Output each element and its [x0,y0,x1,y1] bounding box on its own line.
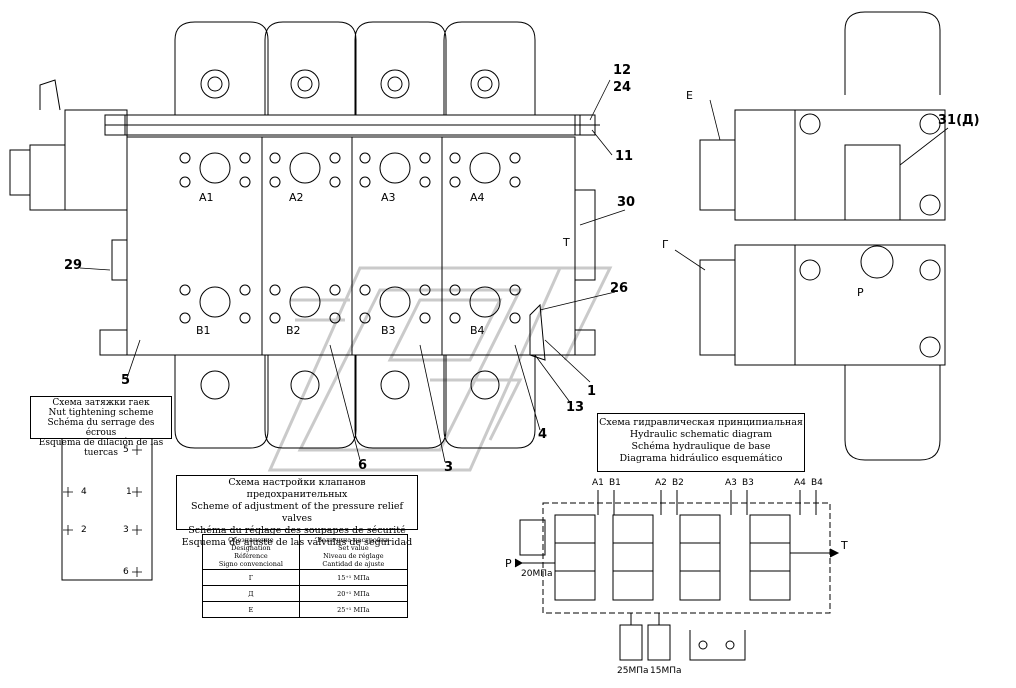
col-value-header: Величина настройки Set value Niveau de r… [298,534,409,570]
nut-number-5: 5 [123,445,129,455]
hyd-port-b2: B2 [672,478,684,488]
port-label-b4: B4 [470,324,485,337]
relief-title-fr: Schéma du réglage des soupapes de sécuri… [188,525,406,536]
nut-number-3: 3 [123,525,129,535]
row-designation: Г [202,569,300,586]
table-header-row: Обозначение Designation Référence Signo … [202,534,409,570]
hyd-port-a2: A2 [655,478,667,488]
nut-scheme-title-fr: Schéma du serrage des écrous [47,418,155,438]
port-label-a3: A3 [381,191,396,204]
callout-24: 24 [613,80,632,95]
solenoid-coils-top [174,21,536,115]
hydraulic-title-en: Hydraulic schematic diagram [629,429,773,440]
callout-1: 1 [587,384,597,399]
callout-3: 3 [444,460,454,475]
hydraulic-title-ru: Схема гидравлическая принципиальная [599,417,803,428]
port-label-t: T [563,236,570,249]
port-label-a2: A2 [289,191,304,204]
hyd-port-a1: A1 [592,478,604,488]
solenoid-coils-bottom [174,355,536,449]
hydraulic-schematic [514,490,840,661]
hyd-port-a4: A4 [794,478,806,488]
nut-scheme-caption: Схема затяжки гаек Nut tightening scheme… [30,396,172,458]
hyd-port-b3: B3 [742,478,754,488]
port-label-p: P [857,286,864,299]
callout-g: Г [662,238,669,251]
port-bores [199,152,501,318]
callout-5: 5 [121,373,131,388]
valve-body [126,136,576,356]
table-row: Г 15⁺¹ МПа [202,569,409,586]
bolt-holes [179,152,521,324]
relief-scheme-caption: Схема настройки клапанов предохранительн… [176,475,418,548]
callout-4: 4 [538,427,548,442]
hyd-pressure-25: 25МПа [617,666,649,676]
nut-marks [63,445,142,577]
port-label-a4: A4 [470,191,485,204]
hydraulic-title-es: Diagrama hidráulico esquemático [619,453,783,464]
hyd-p-label: P [505,557,512,570]
row-designation: Е [202,601,300,618]
callout-31: 31(Д) [938,113,980,128]
relief-settings-table: Обозначение Designation Référence Signo … [202,534,409,618]
callout-11: 11 [615,149,634,164]
port-label-b2: B2 [286,324,301,337]
nut-number-6: 6 [123,567,129,577]
watermark-logo [267,266,613,472]
port-label-b3: B3 [381,324,396,337]
callout-30: 30 [617,195,636,210]
callout-e: Е [686,89,693,102]
port-label-a1: A1 [199,191,214,204]
callout-26: 26 [610,281,629,296]
nut-number-1: 1 [126,487,132,497]
hydraulic-title-fr: Schéma hydraulique de base [631,441,771,452]
right-end-cap [574,189,596,281]
relief-title-ru: Схема настройки клапанов предохранительн… [228,477,366,500]
col-designation-header: Обозначение Designation Référence Signo … [202,534,300,570]
port-label-b1: B1 [196,324,211,337]
callout-29: 29 [64,258,83,273]
side-view [674,11,949,461]
relief-title-en: Scheme of adjustment of the pressure rel… [190,501,404,524]
hyd-port-b4: B4 [811,478,823,488]
row-value: 15⁺¹ МПа [298,569,409,586]
hydraulic-caption: Схема гидравлическая принципиальная Hydr… [597,413,805,472]
leader-lines [79,79,626,463]
callout-13: 13 [566,400,585,415]
nut-scheme-title-ru: Схема затяжки гаек [52,398,150,408]
hyd-pressure-20: 20МПа [521,569,553,579]
hyd-port-b1: B1 [609,478,621,488]
table-row: Д 20⁺¹ МПа [202,585,409,602]
nut-number-2: 2 [81,525,87,535]
hyd-t-label: T [841,539,848,552]
nut-scheme-frame [61,437,153,581]
row-value: 25⁺¹ МПа [298,601,409,618]
table-row: Е 25⁺¹ МПа [202,601,409,618]
nut-scheme-title-en: Nut tightening scheme [48,408,154,418]
hyd-pressure-15: 15МПа [650,666,682,676]
nut-scheme-title-es: Esquema de dilación de las tuercas [38,438,164,458]
nut-number-4: 4 [81,487,87,497]
row-designation: Д [202,585,300,602]
row-value: 20⁺¹ МПа [298,585,409,602]
hyd-port-a3: A3 [725,478,737,488]
callout-12: 12 [613,63,632,78]
callout-6: 6 [358,458,368,473]
